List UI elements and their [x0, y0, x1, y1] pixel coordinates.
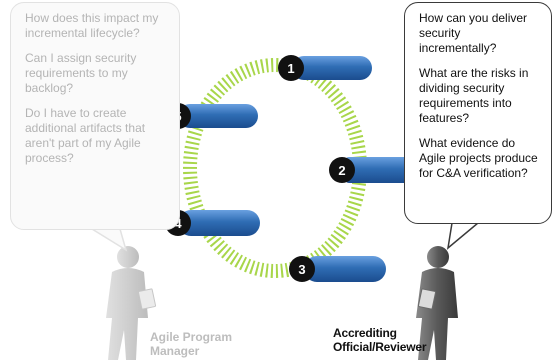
step-bar-1: [292, 56, 372, 80]
left-bubble-tail: [89, 228, 128, 252]
accrediting-official-questions-bubble: How can you deliver security incremental…: [404, 2, 552, 224]
step-number-2: 2: [338, 163, 345, 178]
right-question-2: What are the risks in dividing security …: [419, 66, 529, 125]
step-bar-4: [178, 210, 260, 236]
accrediting-official-figure: [416, 246, 458, 360]
step-number-3: 3: [298, 262, 305, 277]
accrediting-official-label: Accrediting Official/Reviewer: [333, 326, 427, 354]
agile-program-manager-figure: [106, 246, 157, 360]
step-badge-3: 3: [289, 256, 315, 282]
step-bar-5: [178, 104, 258, 128]
agile-program-manager-label: Agile Program Manager: [150, 330, 233, 358]
step-badge-2: 2: [329, 157, 355, 183]
step-number-1: 1: [287, 61, 294, 76]
right-question-1: How can you deliver security incremental…: [419, 11, 528, 55]
right-bubble-tail: [446, 222, 481, 250]
left-question-2: Can I assign security requirements to my…: [25, 51, 137, 95]
step-badge-1: 1: [278, 55, 304, 81]
left-question-3: Do I have to create additional artifacts…: [25, 106, 146, 165]
agile-manager-questions-bubble: How does this impact my incremental life…: [10, 2, 180, 230]
left-question-1: How does this impact my incremental life…: [25, 11, 159, 40]
step-bar-2: [345, 157, 409, 183]
step-number-4: 4: [174, 216, 182, 231]
step-bar-3: [304, 256, 386, 282]
right-question-3: What evidence do Agile projects produce …: [419, 136, 538, 180]
